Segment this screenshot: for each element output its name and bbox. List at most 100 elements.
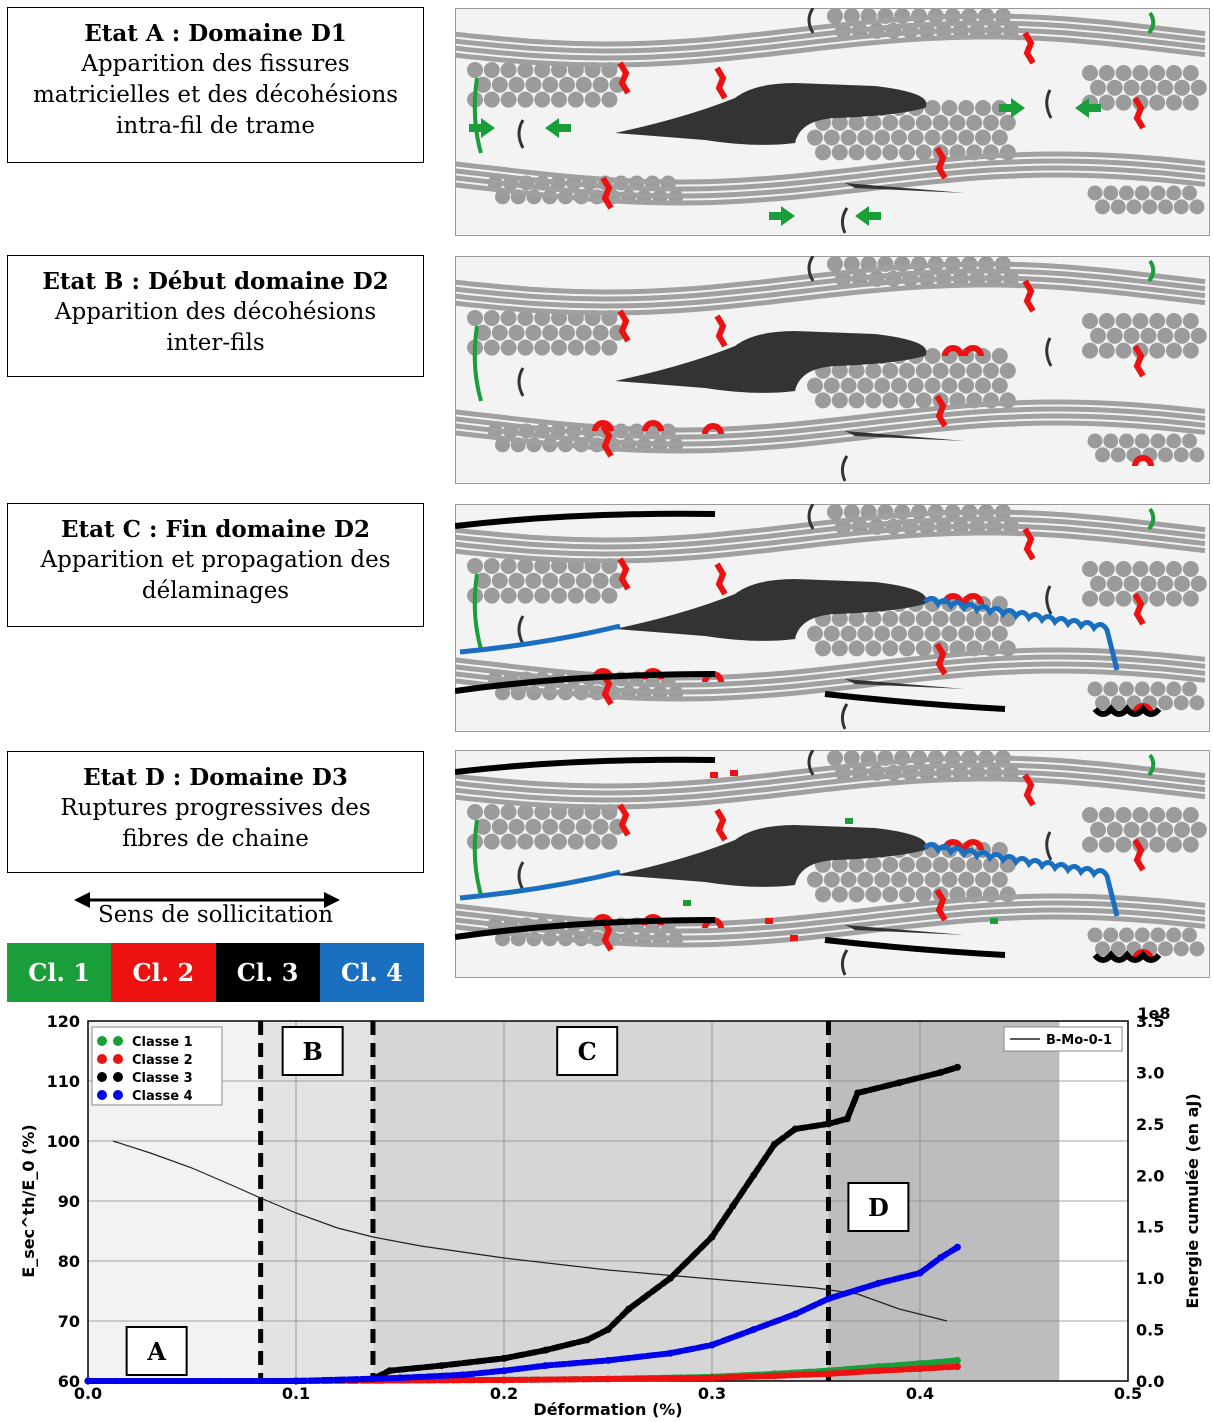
- y-tick-label: 90: [58, 1192, 80, 1211]
- warp-yarn: [455, 523, 1206, 557]
- class-legend-label: Cl. 4: [341, 958, 403, 987]
- fiber-circle: [1157, 79, 1174, 96]
- fiber-circle: [601, 339, 618, 356]
- fiber-circle: [1090, 575, 1106, 592]
- fiber-circle: [534, 310, 551, 326]
- fiber-circle: [891, 377, 907, 394]
- fiber-circle: [483, 587, 500, 604]
- x-axis-label: Déformation (%): [533, 1400, 682, 1418]
- schematic-svg: [455, 8, 1210, 236]
- series-classe-3: [85, 1064, 961, 1384]
- state-description: Ruptures progressives des fibres de chai…: [60, 795, 371, 852]
- class2-mark: [1022, 527, 1036, 561]
- fiber-circle: [1110, 199, 1126, 215]
- state-box-d: Etat D : Domaine D3 Ruptures progressive…: [7, 751, 424, 873]
- zone-label-frame: [847, 1182, 910, 1232]
- fiber-circle: [840, 129, 857, 146]
- class1-mark: [1147, 753, 1156, 777]
- fiber-circle: [1132, 313, 1149, 329]
- fiber-circle: [1166, 927, 1182, 943]
- schematic-panel-a: [455, 8, 1210, 236]
- class2-mark: [600, 176, 614, 210]
- fiber-circle: [584, 833, 601, 850]
- fiber-circle: [467, 310, 483, 326]
- fiber-break-mark: [765, 918, 773, 924]
- fiber-break-mark: [683, 900, 691, 906]
- fiber-circle: [517, 310, 534, 326]
- fiber-circle: [983, 362, 999, 379]
- fiber-circle: [1098, 94, 1115, 111]
- fiber-circle: [584, 91, 601, 108]
- fiber-circle: [1115, 590, 1132, 607]
- fiber-circle: [882, 114, 899, 131]
- matrix-crack: [845, 431, 965, 441]
- legend-marker: [113, 1036, 123, 1046]
- fiber-circle: [975, 625, 991, 642]
- warp-yarn: [455, 647, 1206, 681]
- fiber-circle: [483, 339, 500, 356]
- class3-mark: [517, 367, 525, 397]
- fiber-circle: [907, 871, 924, 888]
- state-title: Etat B : Début domaine D2: [42, 268, 389, 295]
- fiber-circle: [891, 129, 907, 146]
- fiber-circle: [500, 587, 517, 604]
- class3-mark: [1045, 831, 1053, 861]
- fiber-circle: [1166, 807, 1182, 823]
- data-point: [791, 1125, 799, 1133]
- fiber-circle: [966, 362, 983, 379]
- y2-tick-label: 1.5: [1136, 1218, 1164, 1237]
- fiber-circle: [991, 377, 1008, 394]
- fiber-circle: [1103, 433, 1119, 449]
- fiber-circle: [475, 572, 491, 589]
- data-point: [604, 1356, 612, 1364]
- fiber-circle: [1174, 575, 1190, 592]
- fiber-circle: [1166, 561, 1182, 577]
- fiber-circle: [941, 871, 958, 888]
- fiber-circle: [1115, 313, 1132, 329]
- fiber-circle: [1115, 94, 1132, 111]
- fiber-circle: [551, 833, 567, 850]
- fiber-circle: [559, 818, 575, 835]
- class4-delamination: [459, 623, 621, 655]
- fiber-circle: [882, 640, 899, 657]
- class3-delamination: [455, 917, 716, 940]
- fiber-circle: [525, 76, 542, 93]
- fiber-circle: [874, 377, 891, 394]
- fiber-circle: [1149, 342, 1166, 359]
- fiber-circle: [483, 833, 500, 850]
- fiber-circle: [848, 640, 865, 657]
- fiber-circle: [567, 91, 584, 108]
- fiber-circle: [1082, 561, 1098, 577]
- fiber-circle: [865, 392, 882, 409]
- fiber-circle: [517, 91, 534, 108]
- fiber-circle: [491, 572, 508, 589]
- class1-mark: [1147, 259, 1156, 283]
- fiber-circle: [874, 625, 891, 642]
- fiber-break-mark: [790, 935, 798, 941]
- fiber-circle: [991, 871, 1008, 888]
- class-legend-cell: Cl. 1: [7, 943, 112, 1002]
- class3-delamination: [455, 756, 716, 775]
- fiber-circle: [907, 129, 924, 146]
- fiber-circle: [500, 91, 517, 108]
- fiber-circle: [1098, 561, 1115, 577]
- fiber-circle: [899, 144, 915, 161]
- warp-yarn: [455, 20, 1206, 54]
- fiber-circle: [1106, 79, 1123, 96]
- legend-label: Classe 3: [132, 1071, 193, 1086]
- fiber-circle: [848, 114, 865, 131]
- fiber-circle: [1119, 927, 1134, 943]
- fiber-circle: [899, 886, 915, 903]
- fiber-circle: [827, 504, 843, 520]
- fiber-circle: [601, 833, 618, 850]
- fiber-circle: [874, 129, 891, 146]
- fiber-circle: [1149, 807, 1166, 823]
- fiber-circle: [999, 392, 1016, 409]
- fiber-circle: [991, 129, 1008, 146]
- fiber-circle: [1142, 199, 1158, 215]
- fiber-circle: [1157, 821, 1174, 838]
- fiber-circle: [1190, 575, 1207, 592]
- fiber-circle: [1115, 807, 1132, 823]
- fiber-circle: [999, 640, 1016, 657]
- x-tick-label: 0.1: [282, 1384, 310, 1403]
